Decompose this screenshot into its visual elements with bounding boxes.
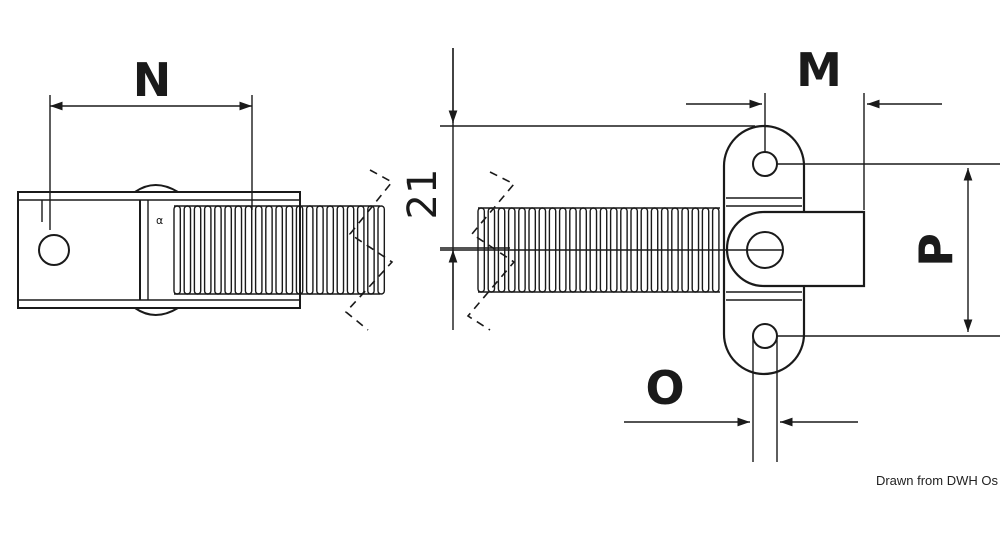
spring-coil: [183, 205, 192, 295]
spring-coil: [193, 205, 202, 295]
dimension-p: [777, 163, 1000, 337]
dimension-p-label: P: [909, 233, 963, 267]
spring-outline: [478, 207, 720, 293]
right-bracket: [440, 124, 866, 376]
spring-coil: [316, 205, 324, 295]
svg-text:α: α: [156, 214, 163, 227]
break-line-right: [466, 171, 516, 331]
spring-coil: [275, 205, 284, 295]
spring-coil: [336, 205, 345, 295]
spring-coil: [244, 205, 253, 295]
spring-coil: [265, 205, 273, 295]
dimension-o: [624, 336, 858, 462]
spring-coil: [285, 205, 294, 295]
left-fork-end: α: [17, 184, 301, 316]
spring-coil: [173, 205, 182, 295]
dimension-21: [440, 48, 755, 330]
dimension-o-label: O: [645, 361, 684, 415]
spring-coil: [356, 205, 365, 295]
spring-coil: [224, 205, 233, 295]
dimension-n: [49, 95, 253, 230]
dimension-m: [686, 93, 942, 210]
spring-coil: [377, 205, 386, 295]
spring-coil: [346, 205, 355, 295]
spring-coil: [367, 205, 375, 295]
spring-coil: [295, 205, 304, 295]
spring-coil: [203, 205, 212, 295]
spring-coil: [234, 205, 243, 295]
drawing-credit: Drawn from DWH Os: [876, 473, 999, 488]
break-line-left: [344, 169, 394, 331]
spring-coil: [254, 205, 263, 295]
dimension-m-label: M: [796, 43, 842, 97]
dimension-21-label: 21: [400, 169, 446, 220]
spring-coil: [305, 205, 314, 295]
spring-left: [173, 205, 386, 295]
spring-coil: [326, 205, 335, 295]
dimension-n-label: N: [133, 53, 172, 107]
left-hole: [38, 234, 70, 266]
spring-coil: [214, 205, 222, 295]
